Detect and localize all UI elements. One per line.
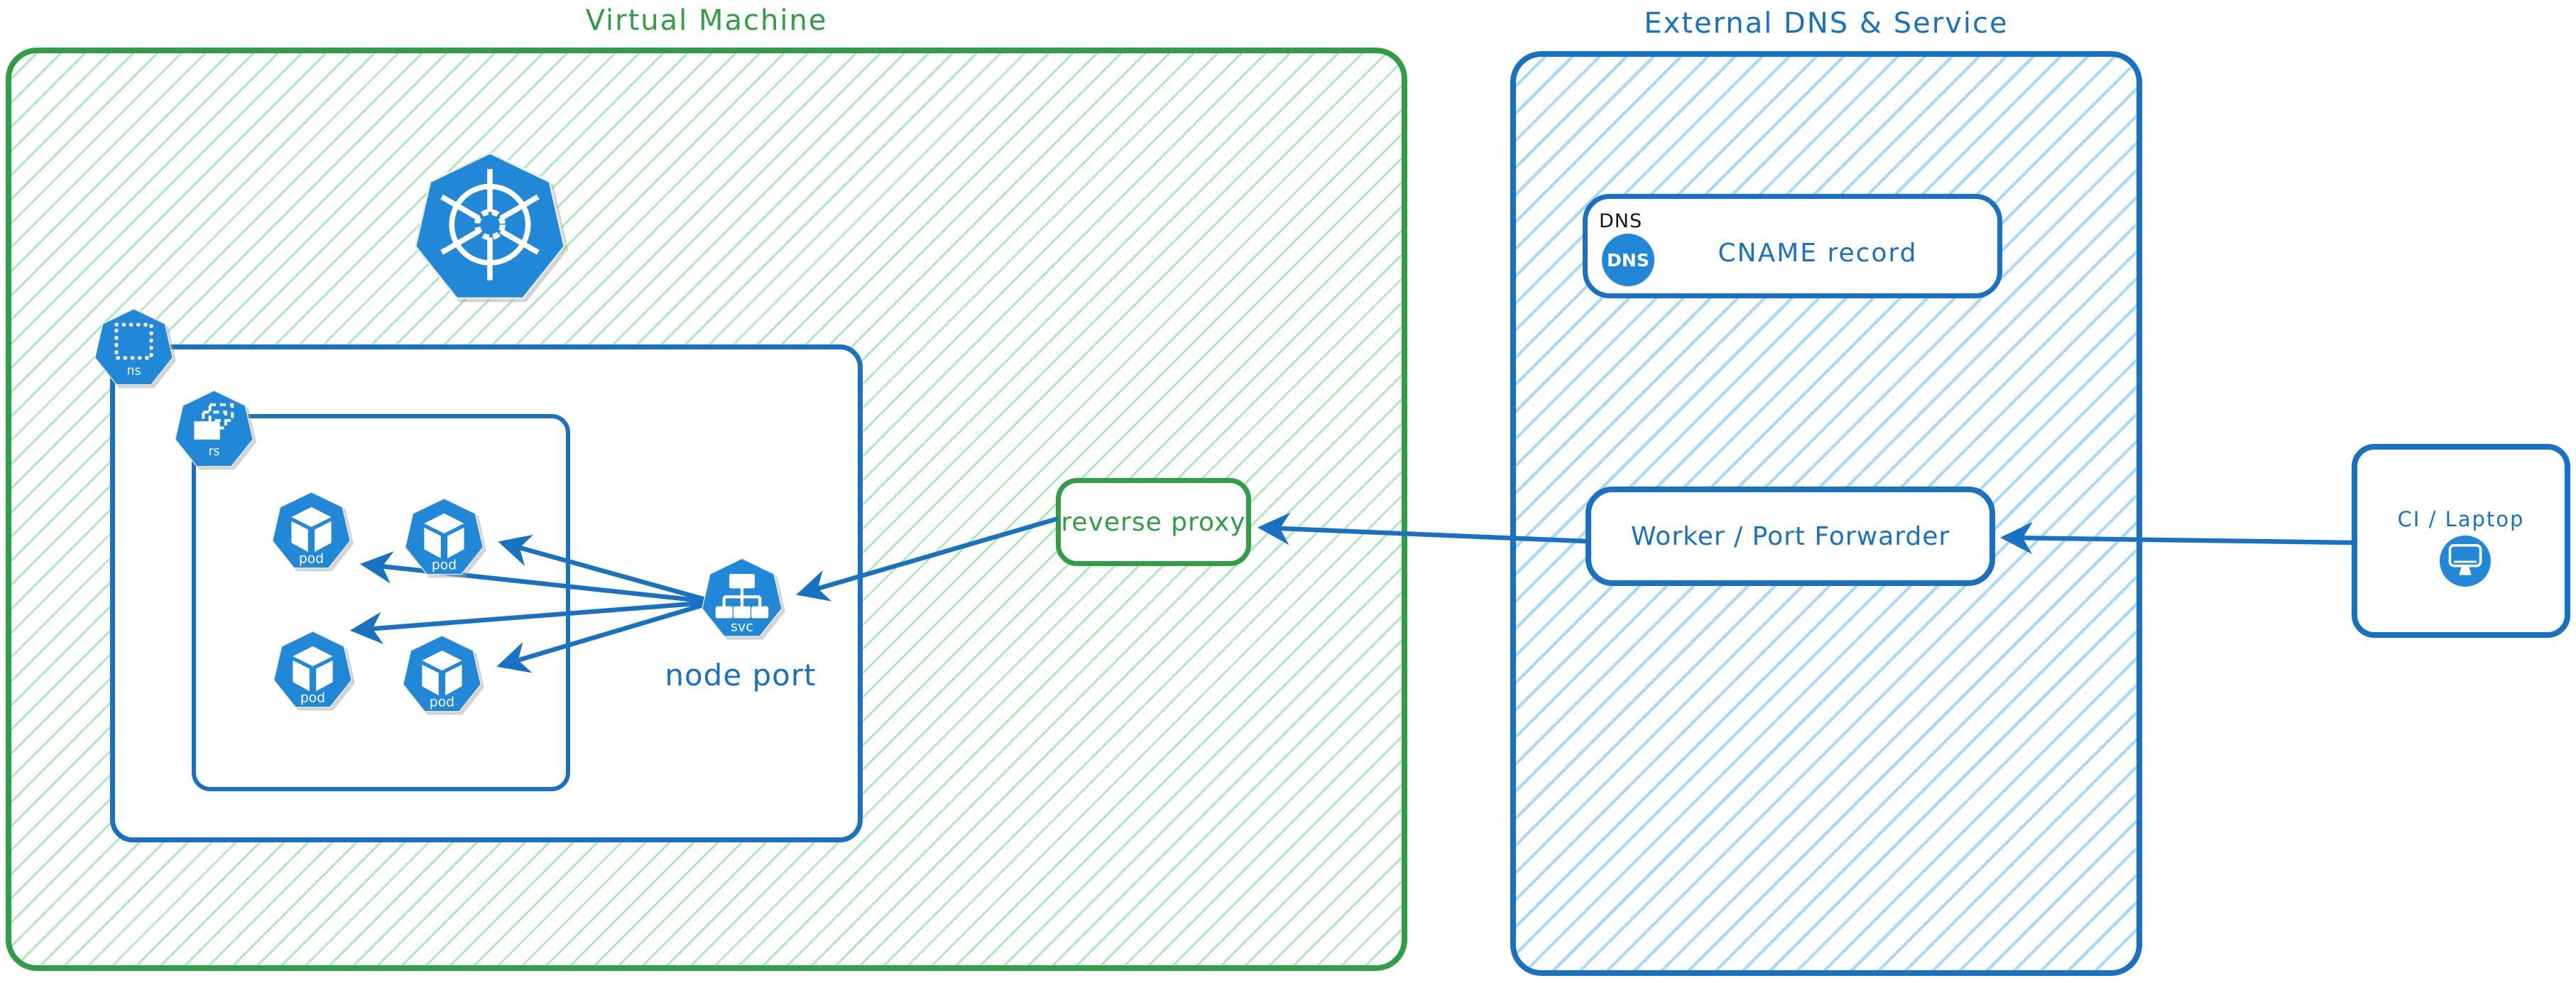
pod-icon: pod [400, 634, 484, 717]
pod-icon: pod [271, 629, 354, 713]
pod-label: pod [430, 695, 454, 710]
service-label: svc [731, 618, 753, 634]
dns-icon-label: DNS [1607, 249, 1649, 271]
kubernetes-logo-icon [410, 148, 569, 311]
cname-record-label: CNAME record [1718, 239, 1918, 268]
worker-box: Worker / Port Forwarder [1586, 487, 1995, 586]
reverse-proxy-box: reverse proxy [1056, 478, 1251, 566]
client-label: CI / Laptop [2397, 507, 2525, 531]
pod-label: pod [299, 551, 324, 566]
pod-icon: pod [403, 496, 486, 580]
namespace-label: ns [126, 364, 141, 378]
namespace-icon: ns [92, 307, 175, 391]
node-port-caption: node port [665, 658, 817, 693]
worker-label: Worker / Port Forwarder [1630, 521, 1950, 551]
pod-label: pod [432, 558, 457, 572]
reverse-proxy-label: reverse proxy [1061, 507, 1246, 537]
monitor-icon [2440, 534, 2491, 588]
external-dns-title: External DNS & Service [1644, 7, 2009, 40]
dns-card [1583, 194, 2002, 298]
dns-icon: DNS [1602, 234, 1654, 286]
service-icon: svc [699, 556, 785, 643]
pod-icon: pod [270, 490, 353, 574]
virtual-machine-title: Virtual Machine [585, 4, 828, 37]
replicaset-label: rs [208, 445, 219, 459]
dns-tag: DNS [1599, 210, 1643, 232]
pod-label: pod [300, 690, 325, 705]
replicaset-icon: rs [173, 389, 256, 472]
client-device-badge [2440, 536, 2491, 587]
